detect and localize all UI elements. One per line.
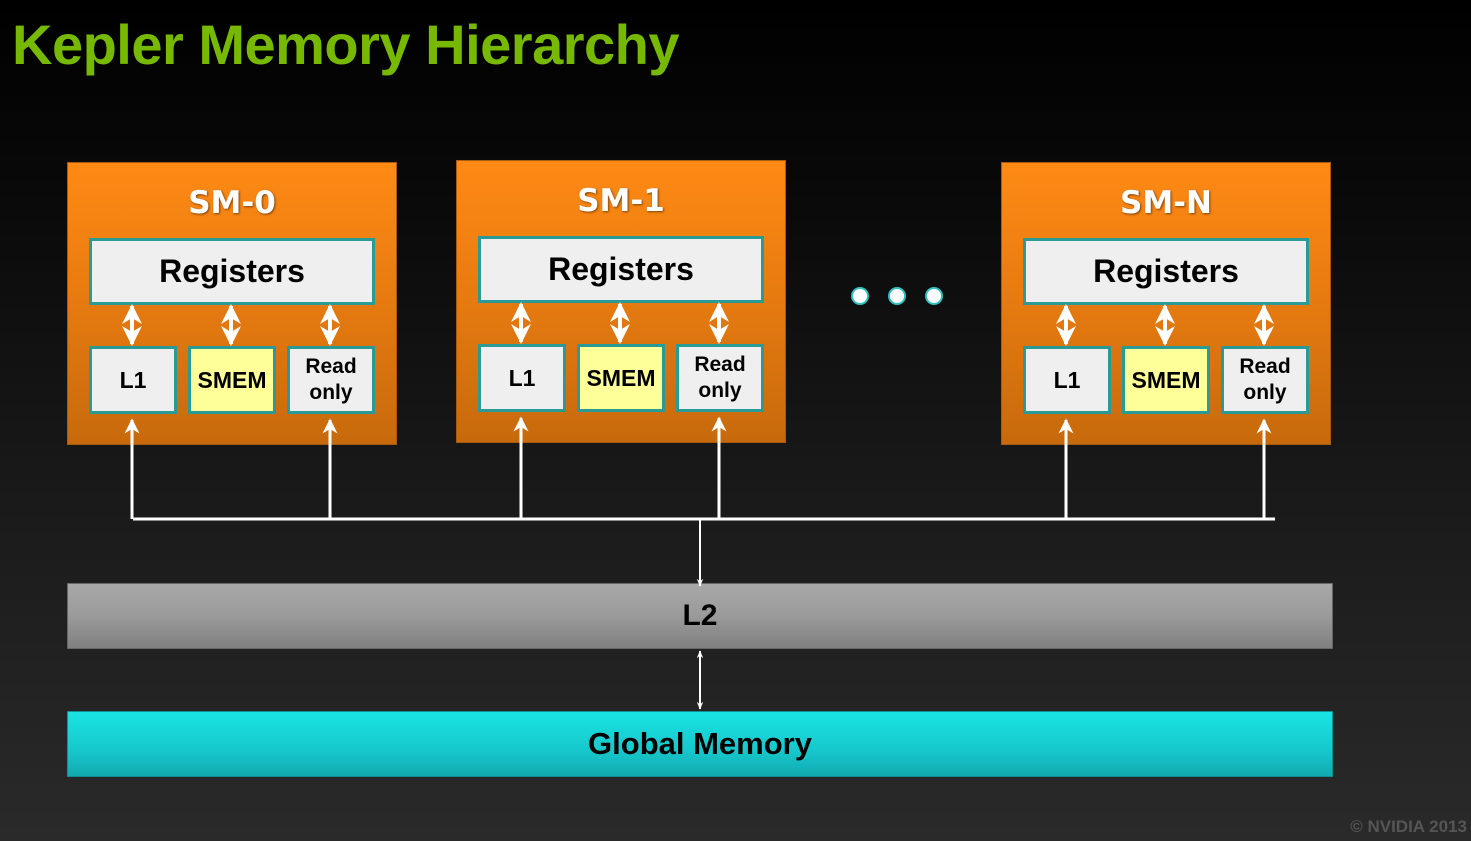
sm-block-0: SM-0 Registers L1 SMEM Read only xyxy=(67,162,397,445)
readonly-line2: only xyxy=(698,379,742,402)
sm-label: SM-N xyxy=(1120,185,1212,221)
readonly-line1: Read xyxy=(1239,355,1291,378)
l1-box: L1 xyxy=(1023,346,1111,414)
registers-box: Registers xyxy=(1023,238,1309,305)
registers-box: Registers xyxy=(478,236,764,303)
smem-box: SMEM xyxy=(577,344,665,412)
readonly-line1: Read xyxy=(305,355,357,378)
sm-label: SM-1 xyxy=(577,183,665,219)
page-title: Kepler Memory Hierarchy xyxy=(12,13,680,76)
readonly-line2: only xyxy=(1243,381,1287,404)
smem-box: SMEM xyxy=(1122,346,1210,414)
readonly-box: Read only xyxy=(676,344,764,412)
l1-box: L1 xyxy=(89,346,177,414)
readonly-line1: Read xyxy=(694,353,746,376)
readonly-box: Read only xyxy=(287,346,375,414)
dot xyxy=(890,289,904,303)
registers-box: Registers xyxy=(89,238,375,305)
sm-block-n: SM-N Registers L1 SMEM Read only xyxy=(1001,162,1331,445)
l1-box: L1 xyxy=(478,344,566,412)
smem-box: SMEM xyxy=(188,346,276,414)
global-memory-bar: Global Memory xyxy=(67,711,1333,777)
dot xyxy=(927,289,941,303)
readonly-box: Read only xyxy=(1221,346,1309,414)
sm-block-1: SM-1 Registers L1 SMEM Read only xyxy=(456,160,786,443)
readonly-line2: only xyxy=(309,381,353,404)
sm-label: SM-0 xyxy=(188,185,276,221)
copyright-text: © NVIDIA 2013 xyxy=(1350,817,1467,836)
l2-cache-bar: L2 xyxy=(67,583,1333,649)
dot xyxy=(853,289,867,303)
